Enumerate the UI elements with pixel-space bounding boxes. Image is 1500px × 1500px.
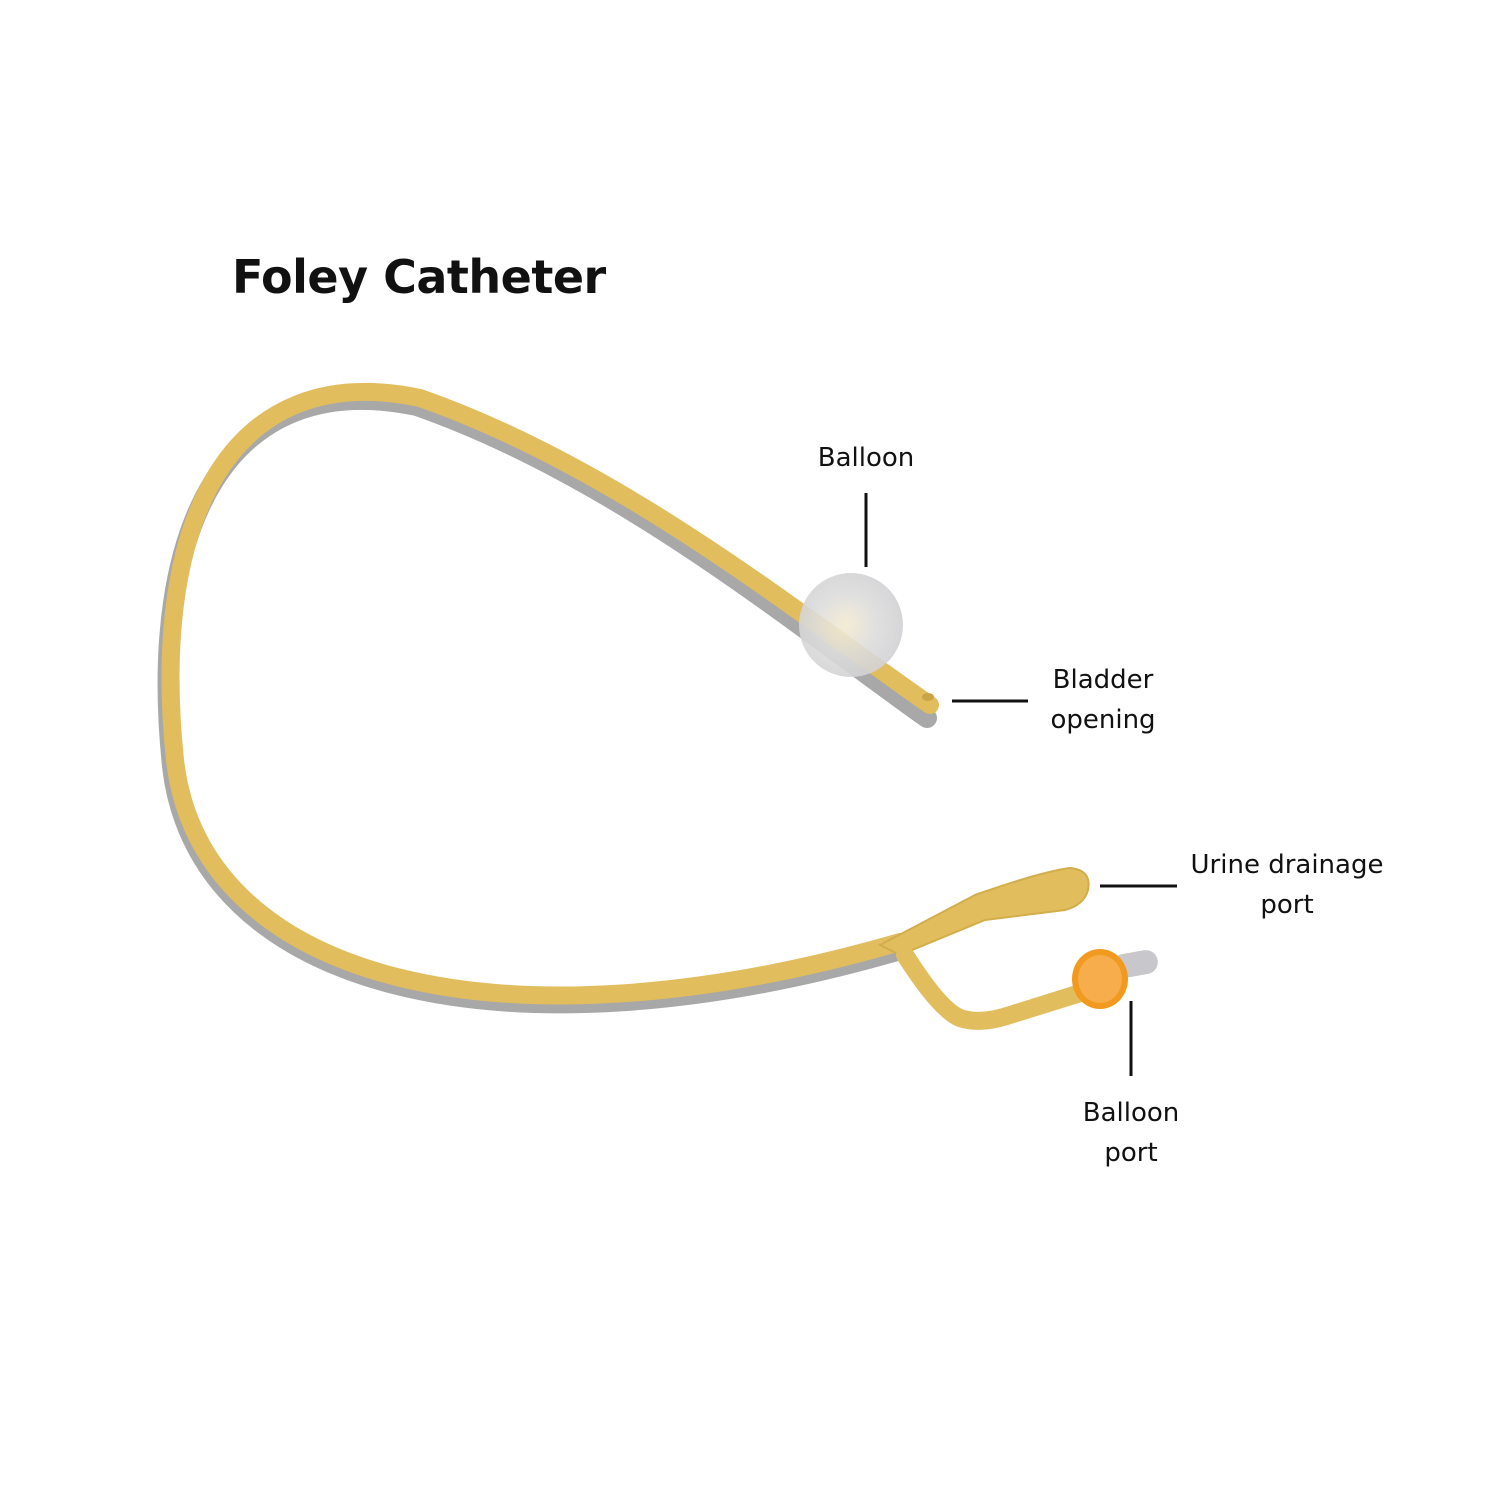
balloon-port-branch: [896, 946, 1099, 1030]
bladder-opening-label: Bladder opening: [1033, 660, 1173, 740]
balloon-label-text: Balloon: [817, 443, 915, 473]
urine-drainage-port-label: Urine drainage port: [1182, 845, 1392, 925]
urine-drainage-port-label-line2: port: [1260, 890, 1314, 920]
bladder-opening-eyelet: [922, 693, 934, 701]
diagram-title: Foley Catheter: [232, 250, 606, 304]
catheter-tube-shadow: [157, 390, 937, 1014]
balloon-port-label: Balloon port: [1071, 1093, 1191, 1173]
bladder-opening-label-line2: opening: [1050, 705, 1156, 735]
balloon-label: Balloon: [806, 438, 926, 478]
balloon-port-label-line2: port: [1104, 1138, 1158, 1168]
balloon-port-valve-inner: [1078, 955, 1122, 1003]
catheter-tube: [161, 383, 939, 1005]
balloon-port-label-line1: Balloon: [1082, 1098, 1180, 1128]
urine-drainage-port: [877, 866, 1090, 957]
urine-drainage-port-label-line1: Urine drainage: [1190, 850, 1384, 880]
balloon: [799, 573, 903, 677]
bladder-opening-label-line1: Bladder: [1052, 665, 1154, 695]
